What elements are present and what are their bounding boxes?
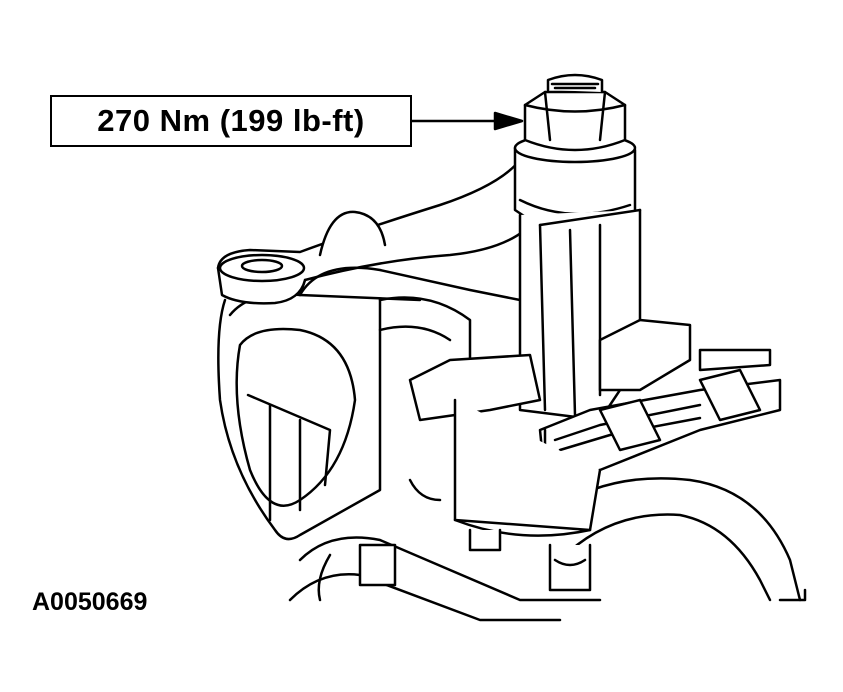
spindle-housing (217, 266, 522, 541)
torque-nut (523, 73, 627, 152)
lower-block (358, 353, 602, 592)
figure-id-label: A0050669 (32, 588, 148, 616)
arrow-head-icon (493, 111, 524, 131)
clamp-jaw (538, 318, 782, 482)
torque-callout-label: 270 Nm (199 lb-ft) (50, 95, 412, 147)
steering-arm (216, 148, 527, 305)
callout-leader (410, 111, 524, 131)
